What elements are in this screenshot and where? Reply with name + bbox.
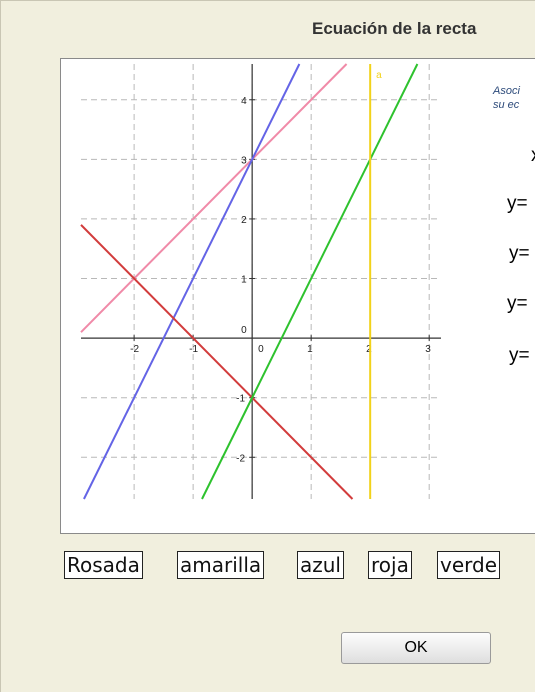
instruction-line-2: su ec [493, 99, 520, 111]
x-tick-label: -1 [189, 344, 198, 355]
equation-slot-4[interactable]: y= [507, 293, 528, 314]
y-tick-label: 1 [241, 275, 247, 286]
label-roja[interactable]: roja [368, 551, 412, 579]
label-azul[interactable]: azul [297, 551, 344, 579]
y-tick-label: 4 [241, 96, 247, 107]
equation-slot-2[interactable]: y= [507, 193, 528, 214]
label-rosada[interactable]: Rosada [64, 551, 143, 579]
instruction-text: Asoci su ec [493, 84, 520, 112]
origin-label: 0 [241, 325, 247, 336]
equation-slot-1[interactable]: x [531, 145, 535, 167]
instruction-line-1: Asoci [493, 85, 520, 97]
x-tick-label: 3 [425, 344, 431, 355]
label-amarilla[interactable]: amarilla [177, 551, 265, 579]
y-tick-label: 2 [241, 215, 247, 226]
y-tick-label: -2 [236, 453, 245, 464]
y-tick-label: -1 [236, 394, 245, 405]
equation-slot-5[interactable]: y= [509, 345, 530, 366]
graph-line-1 [83, 63, 301, 500]
graph-line-3 [201, 63, 419, 500]
graph-line-0 [80, 63, 348, 333]
vertical-line-label: a [376, 70, 382, 81]
window-title: Ecuación de la recta [312, 19, 477, 38]
graph-line-2 [80, 224, 354, 500]
ok-button[interactable]: OK [341, 632, 491, 664]
label-verde[interactable]: verde [437, 551, 501, 579]
origin-label-x: 0 [258, 344, 264, 355]
x-tick-label: -2 [130, 344, 139, 355]
x-tick-label: 1 [307, 344, 313, 355]
y-tick-label: 3 [241, 155, 247, 166]
equation-slot-3[interactable]: y= [509, 243, 530, 264]
